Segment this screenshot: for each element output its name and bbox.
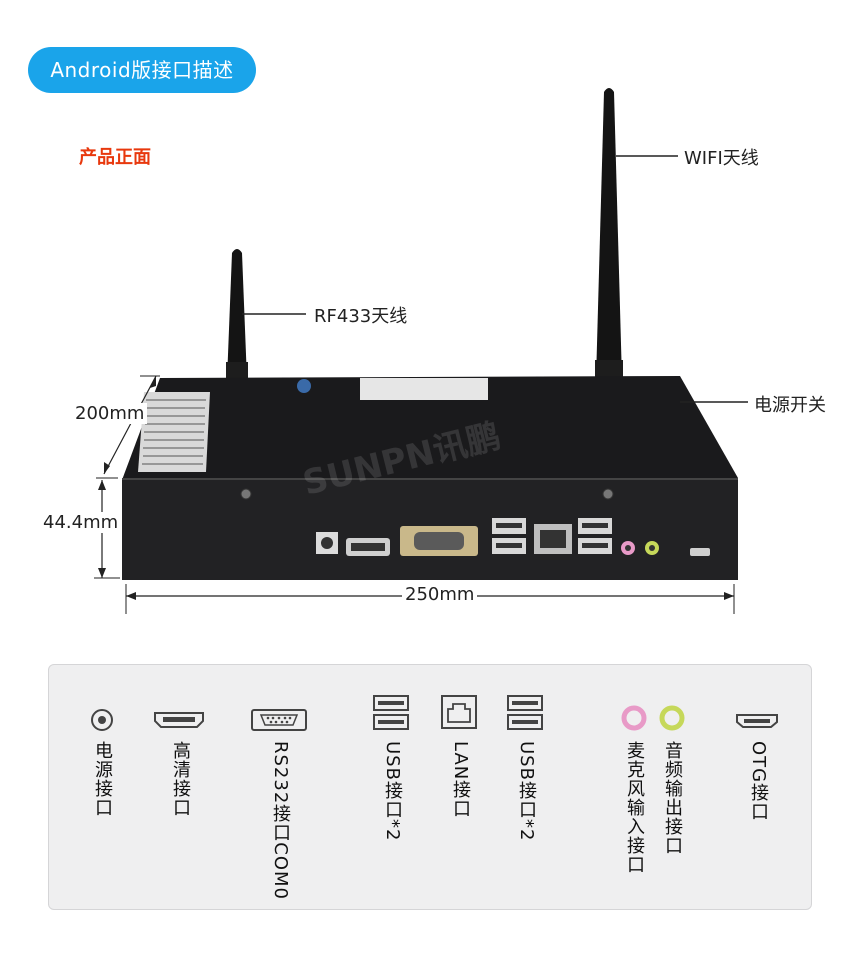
wifi-antenna bbox=[595, 88, 623, 382]
usb-port-icon bbox=[373, 695, 409, 730]
port-legend-panel: 电源接口 高清接口 RS232接口COM0 USB接口*2 LAN接口 USB接… bbox=[48, 664, 812, 910]
port-label-hdmi: 高清接口 bbox=[170, 741, 191, 817]
depth-dimension: 200mm bbox=[72, 403, 148, 424]
rf433-antenna bbox=[226, 249, 248, 382]
mic-jack-icon bbox=[621, 705, 647, 731]
rs232-port-icon bbox=[251, 709, 307, 731]
height-dimension: 44.4mm bbox=[40, 512, 122, 533]
port-label-lan: LAN接口 bbox=[450, 741, 471, 819]
section-badge: Android版接口描述 bbox=[28, 47, 256, 93]
port-label-usb-1: USB接口*2 bbox=[382, 741, 403, 842]
port-label-audio: 音频输出接口 bbox=[662, 741, 683, 855]
audio-jack-icon bbox=[659, 705, 685, 731]
port-label-rs232: RS232接口COM0 bbox=[270, 741, 291, 901]
wifi-antenna-callout: WIFI天线 bbox=[684, 148, 759, 169]
hdmi-port-icon bbox=[154, 712, 204, 728]
device-illustration bbox=[94, 88, 748, 614]
port-label-mic: 麦克风输入接口 bbox=[624, 741, 645, 874]
power-switch-callout: 电源开关 bbox=[754, 395, 826, 416]
product-front-label: 产品正面 bbox=[79, 147, 151, 168]
rf433-antenna-callout: RF433天线 bbox=[314, 306, 408, 327]
port-label-otg: OTG接口 bbox=[748, 741, 769, 822]
dc-power-jack-icon bbox=[91, 709, 113, 731]
usb-port-icon bbox=[507, 695, 543, 730]
device-top-face bbox=[122, 376, 738, 480]
front-otg bbox=[690, 548, 710, 556]
top-logo-icon bbox=[297, 379, 311, 393]
port-label-power: 电源接口 bbox=[92, 741, 113, 817]
width-dimension: 250mm bbox=[402, 584, 478, 605]
port-label-usb-2: USB接口*2 bbox=[516, 741, 537, 842]
top-serial-label bbox=[360, 378, 488, 400]
lan-port-icon bbox=[441, 695, 477, 729]
otg-port-icon bbox=[736, 714, 778, 728]
